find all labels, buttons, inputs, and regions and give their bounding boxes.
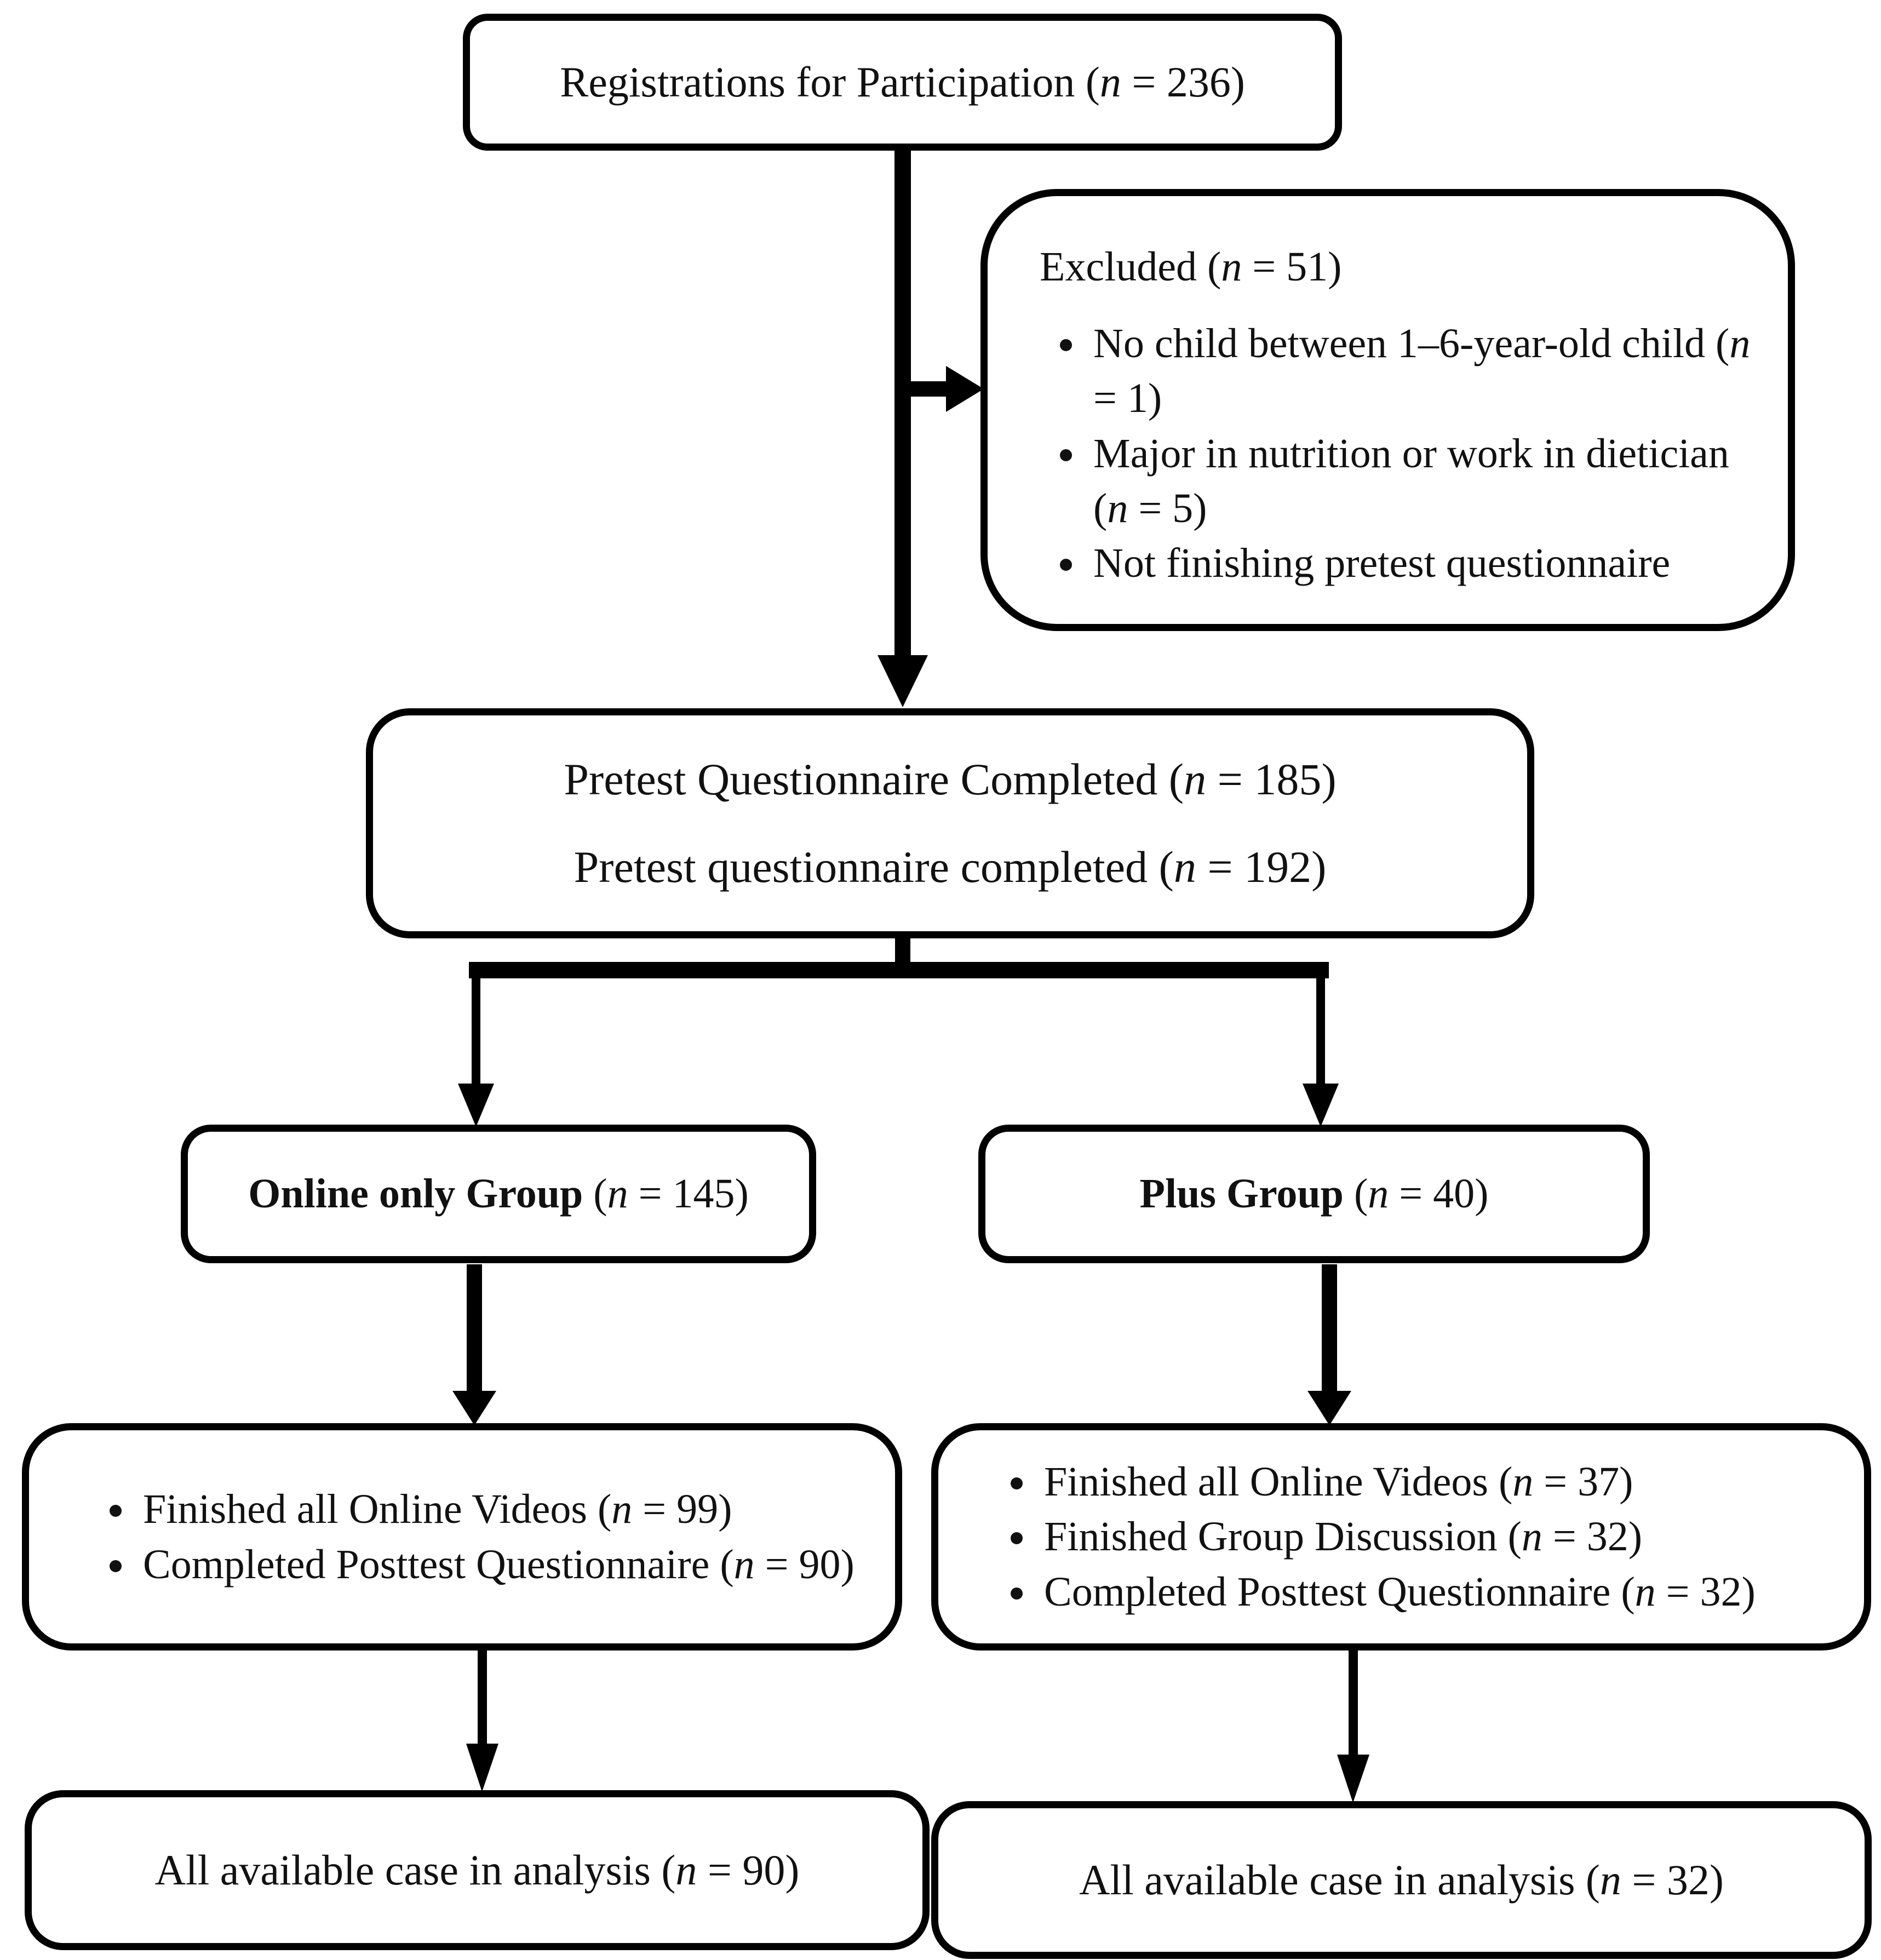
plus-outcome-1-n: n xyxy=(1512,1459,1534,1505)
pretest-box: Pretest Questionnaire Completed (n = 185… xyxy=(366,708,1534,938)
arrow-online-to-outcomes xyxy=(467,1264,482,1392)
plus-outcome-3-text: Completed Posttest Questionnaire ( xyxy=(1044,1568,1635,1615)
stem-registrations-to-pretest xyxy=(894,147,911,656)
branch-left-vertical xyxy=(472,978,480,1085)
online-group-n: n xyxy=(607,1171,628,1217)
plus-outcomes-list: Finished all Online Videos (n = 37) Fini… xyxy=(990,1454,1848,1619)
online-analysis-box: All available case in analysis (n = 90) xyxy=(25,1790,930,1950)
arrowhead-into-online-group xyxy=(458,1084,494,1127)
arrow-plus-outcomes-to-analysis xyxy=(1349,1649,1358,1756)
pretest-line-2: Pretest questionnaire completed (n = 192… xyxy=(574,839,1327,896)
online-outcome-2-text: Completed Posttest Questionnaire ( xyxy=(143,1541,734,1588)
arrowhead-into-online-analysis xyxy=(466,1744,498,1792)
online-outcome-2-count: = 90) xyxy=(754,1541,855,1588)
plus-outcome-1: Finished all Online Videos (n = 37) xyxy=(1039,1454,1848,1509)
plus-group-n: n xyxy=(1368,1171,1389,1217)
plus-outcome-3: Completed Posttest Questionnaire (n = 32… xyxy=(1039,1564,1848,1619)
arrowhead-into-pretest xyxy=(878,655,928,707)
plus-group-name: Plus Group xyxy=(1139,1171,1344,1217)
excluded-item-3: Not finishing pretest questionnaire xyxy=(1088,536,1751,591)
online-outcome-1-count: = 99) xyxy=(632,1486,732,1533)
plus-analysis-count: = 32) xyxy=(1621,1856,1724,1904)
online-analysis-text: All available case in analysis ( xyxy=(154,1846,676,1894)
excluded-item-2-text: Major in nutrition or work in dietician … xyxy=(1093,430,1729,531)
plus-outcome-1-count: = 37) xyxy=(1533,1459,1633,1505)
excluded-title: Excluded (n = 51) xyxy=(1040,241,1751,293)
plus-outcome-2-text: Finished Group Discussion ( xyxy=(1044,1514,1522,1560)
arrowhead-into-online-outcomes xyxy=(452,1391,496,1425)
registrations-text: Registrations for Participation ( xyxy=(560,58,1100,106)
excluded-title-n: n xyxy=(1221,244,1242,290)
arrowhead-into-plus-group xyxy=(1303,1084,1339,1127)
branch-to-excluded xyxy=(909,381,948,397)
excluded-item-2-n: n xyxy=(1107,485,1128,531)
online-outcome-2-n: n xyxy=(733,1541,755,1588)
excluded-title-count: = 51) xyxy=(1242,244,1342,290)
excluded-item-1-n: n xyxy=(1729,320,1751,366)
excluded-item-2-count: = 5) xyxy=(1128,485,1207,531)
registrations-n: n xyxy=(1099,58,1121,106)
online-analysis-count: = 90) xyxy=(697,1846,800,1894)
registrations-label: Registrations for Participation (n = 236… xyxy=(560,55,1245,109)
online-group-count: = 145) xyxy=(628,1171,749,1217)
plus-analysis-n: n xyxy=(1599,1856,1621,1904)
pretest-line-2-text: Pretest questionnaire completed ( xyxy=(574,842,1174,892)
pretest-line-1-count: = 185) xyxy=(1206,754,1337,804)
online-analysis-n: n xyxy=(675,1846,697,1894)
online-group-name: Online only Group xyxy=(248,1171,583,1217)
excluded-item-1-text: No child between 1–6-year-old child ( xyxy=(1093,320,1730,366)
excluded-title-text: Excluded ( xyxy=(1040,244,1221,290)
plus-analysis-text: All available case in analysis ( xyxy=(1079,1856,1600,1904)
registrations-count: = 236) xyxy=(1121,58,1245,106)
plus-analysis-label: All available case in analysis (n = 32) xyxy=(1079,1853,1724,1907)
excluded-item-1-count: = 1) xyxy=(1093,375,1162,422)
online-analysis-label: All available case in analysis (n = 90) xyxy=(155,1843,800,1897)
arrow-online-outcomes-to-analysis xyxy=(478,1649,487,1745)
pretest-line-1-text: Pretest Questionnaire Completed ( xyxy=(564,754,1184,804)
plus-outcome-2-count: = 32) xyxy=(1542,1514,1643,1560)
registrations-box: Registrations for Participation (n = 236… xyxy=(463,14,1342,151)
online-group-paren: ( xyxy=(583,1171,607,1217)
online-group-label: Online only Group (n = 145) xyxy=(248,1168,749,1220)
pretest-line-1: Pretest Questionnaire Completed (n = 185… xyxy=(564,752,1336,808)
excluded-list: No child between 1–6-year-old child (n =… xyxy=(1040,316,1751,591)
online-outcome-1-text: Finished all Online Videos ( xyxy=(143,1486,612,1533)
plus-outcome-2: Finished Group Discussion (n = 32) xyxy=(1039,1509,1848,1564)
split-bar xyxy=(469,962,1329,978)
branch-right-vertical xyxy=(1316,978,1325,1085)
arrowhead-into-plus-analysis xyxy=(1337,1755,1369,1803)
plus-outcome-3-n: n xyxy=(1635,1568,1656,1615)
online-group-box: Online only Group (n = 145) xyxy=(181,1125,816,1263)
plus-analysis-box: All available case in analysis (n = 32) xyxy=(931,1801,1872,1959)
plus-group-count: = 40) xyxy=(1389,1171,1489,1217)
excluded-box: Excluded (n = 51) No child between 1–6-y… xyxy=(980,189,1795,631)
online-outcomes-list: Finished all Online Videos (n = 99) Comp… xyxy=(89,1482,879,1592)
excluded-item-1: No child between 1–6-year-old child (n =… xyxy=(1088,316,1751,426)
online-outcome-1: Finished all Online Videos (n = 99) xyxy=(137,1482,879,1537)
plus-group-label: Plus Group (n = 40) xyxy=(1140,1168,1489,1220)
online-outcomes-box: Finished all Online Videos (n = 99) Comp… xyxy=(22,1423,902,1650)
plus-group-box: Plus Group (n = 40) xyxy=(978,1125,1650,1263)
online-outcome-2: Completed Posttest Questionnaire (n = 90… xyxy=(137,1537,879,1592)
plus-outcomes-box: Finished all Online Videos (n = 37) Fini… xyxy=(931,1423,1871,1650)
pretest-line-2-count: = 192) xyxy=(1196,842,1327,892)
plus-outcome-3-count: = 32) xyxy=(1655,1568,1756,1615)
arrowhead-into-plus-outcomes xyxy=(1307,1391,1351,1425)
online-outcome-1-n: n xyxy=(611,1486,633,1533)
excluded-item-2: Major in nutrition or work in dietician … xyxy=(1088,426,1751,536)
pretest-line-1-n: n xyxy=(1184,754,1207,804)
excluded-item-3-text: Not finishing pretest questionnaire xyxy=(1093,540,1671,587)
plus-outcome-2-n: n xyxy=(1521,1514,1542,1560)
pretest-line-2-n: n xyxy=(1173,842,1196,892)
arrow-plus-to-outcomes xyxy=(1322,1264,1337,1392)
arrowhead-into-excluded xyxy=(946,366,984,412)
plus-group-paren: ( xyxy=(1343,1171,1368,1217)
plus-outcome-1-text: Finished all Online Videos ( xyxy=(1044,1459,1513,1505)
